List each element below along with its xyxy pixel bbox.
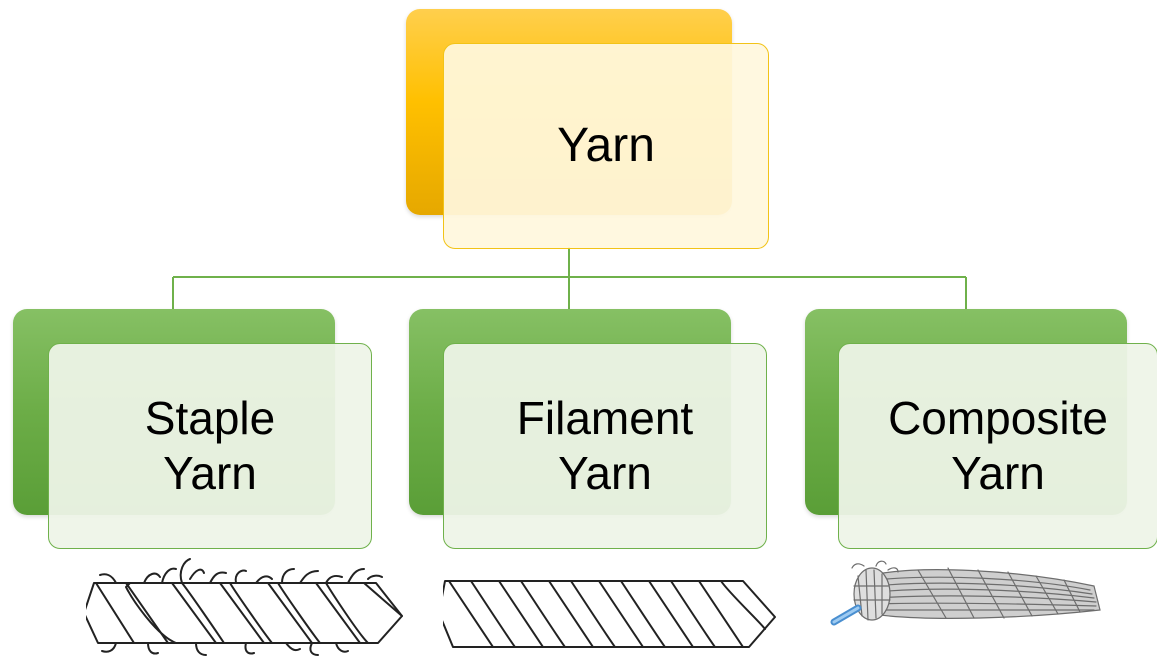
composite-yarn-illustration	[830, 560, 1101, 626]
staple-yarn-label: Staple Yarn	[144, 391, 276, 499]
staple-yarn-node: Staple Yarn	[48, 343, 372, 549]
root-node: Yarn	[443, 43, 769, 249]
root-node-label: Yarn	[557, 119, 655, 173]
composite-yarn-label: Composite Yarn	[888, 391, 1108, 499]
staple-yarn-illustration	[86, 558, 403, 656]
filament-yarn-illustration	[443, 580, 776, 648]
composite-yarn-node: Composite Yarn	[838, 343, 1157, 549]
filament-yarn-node: Filament Yarn	[443, 343, 767, 549]
filament-yarn-label: Filament Yarn	[516, 391, 694, 499]
